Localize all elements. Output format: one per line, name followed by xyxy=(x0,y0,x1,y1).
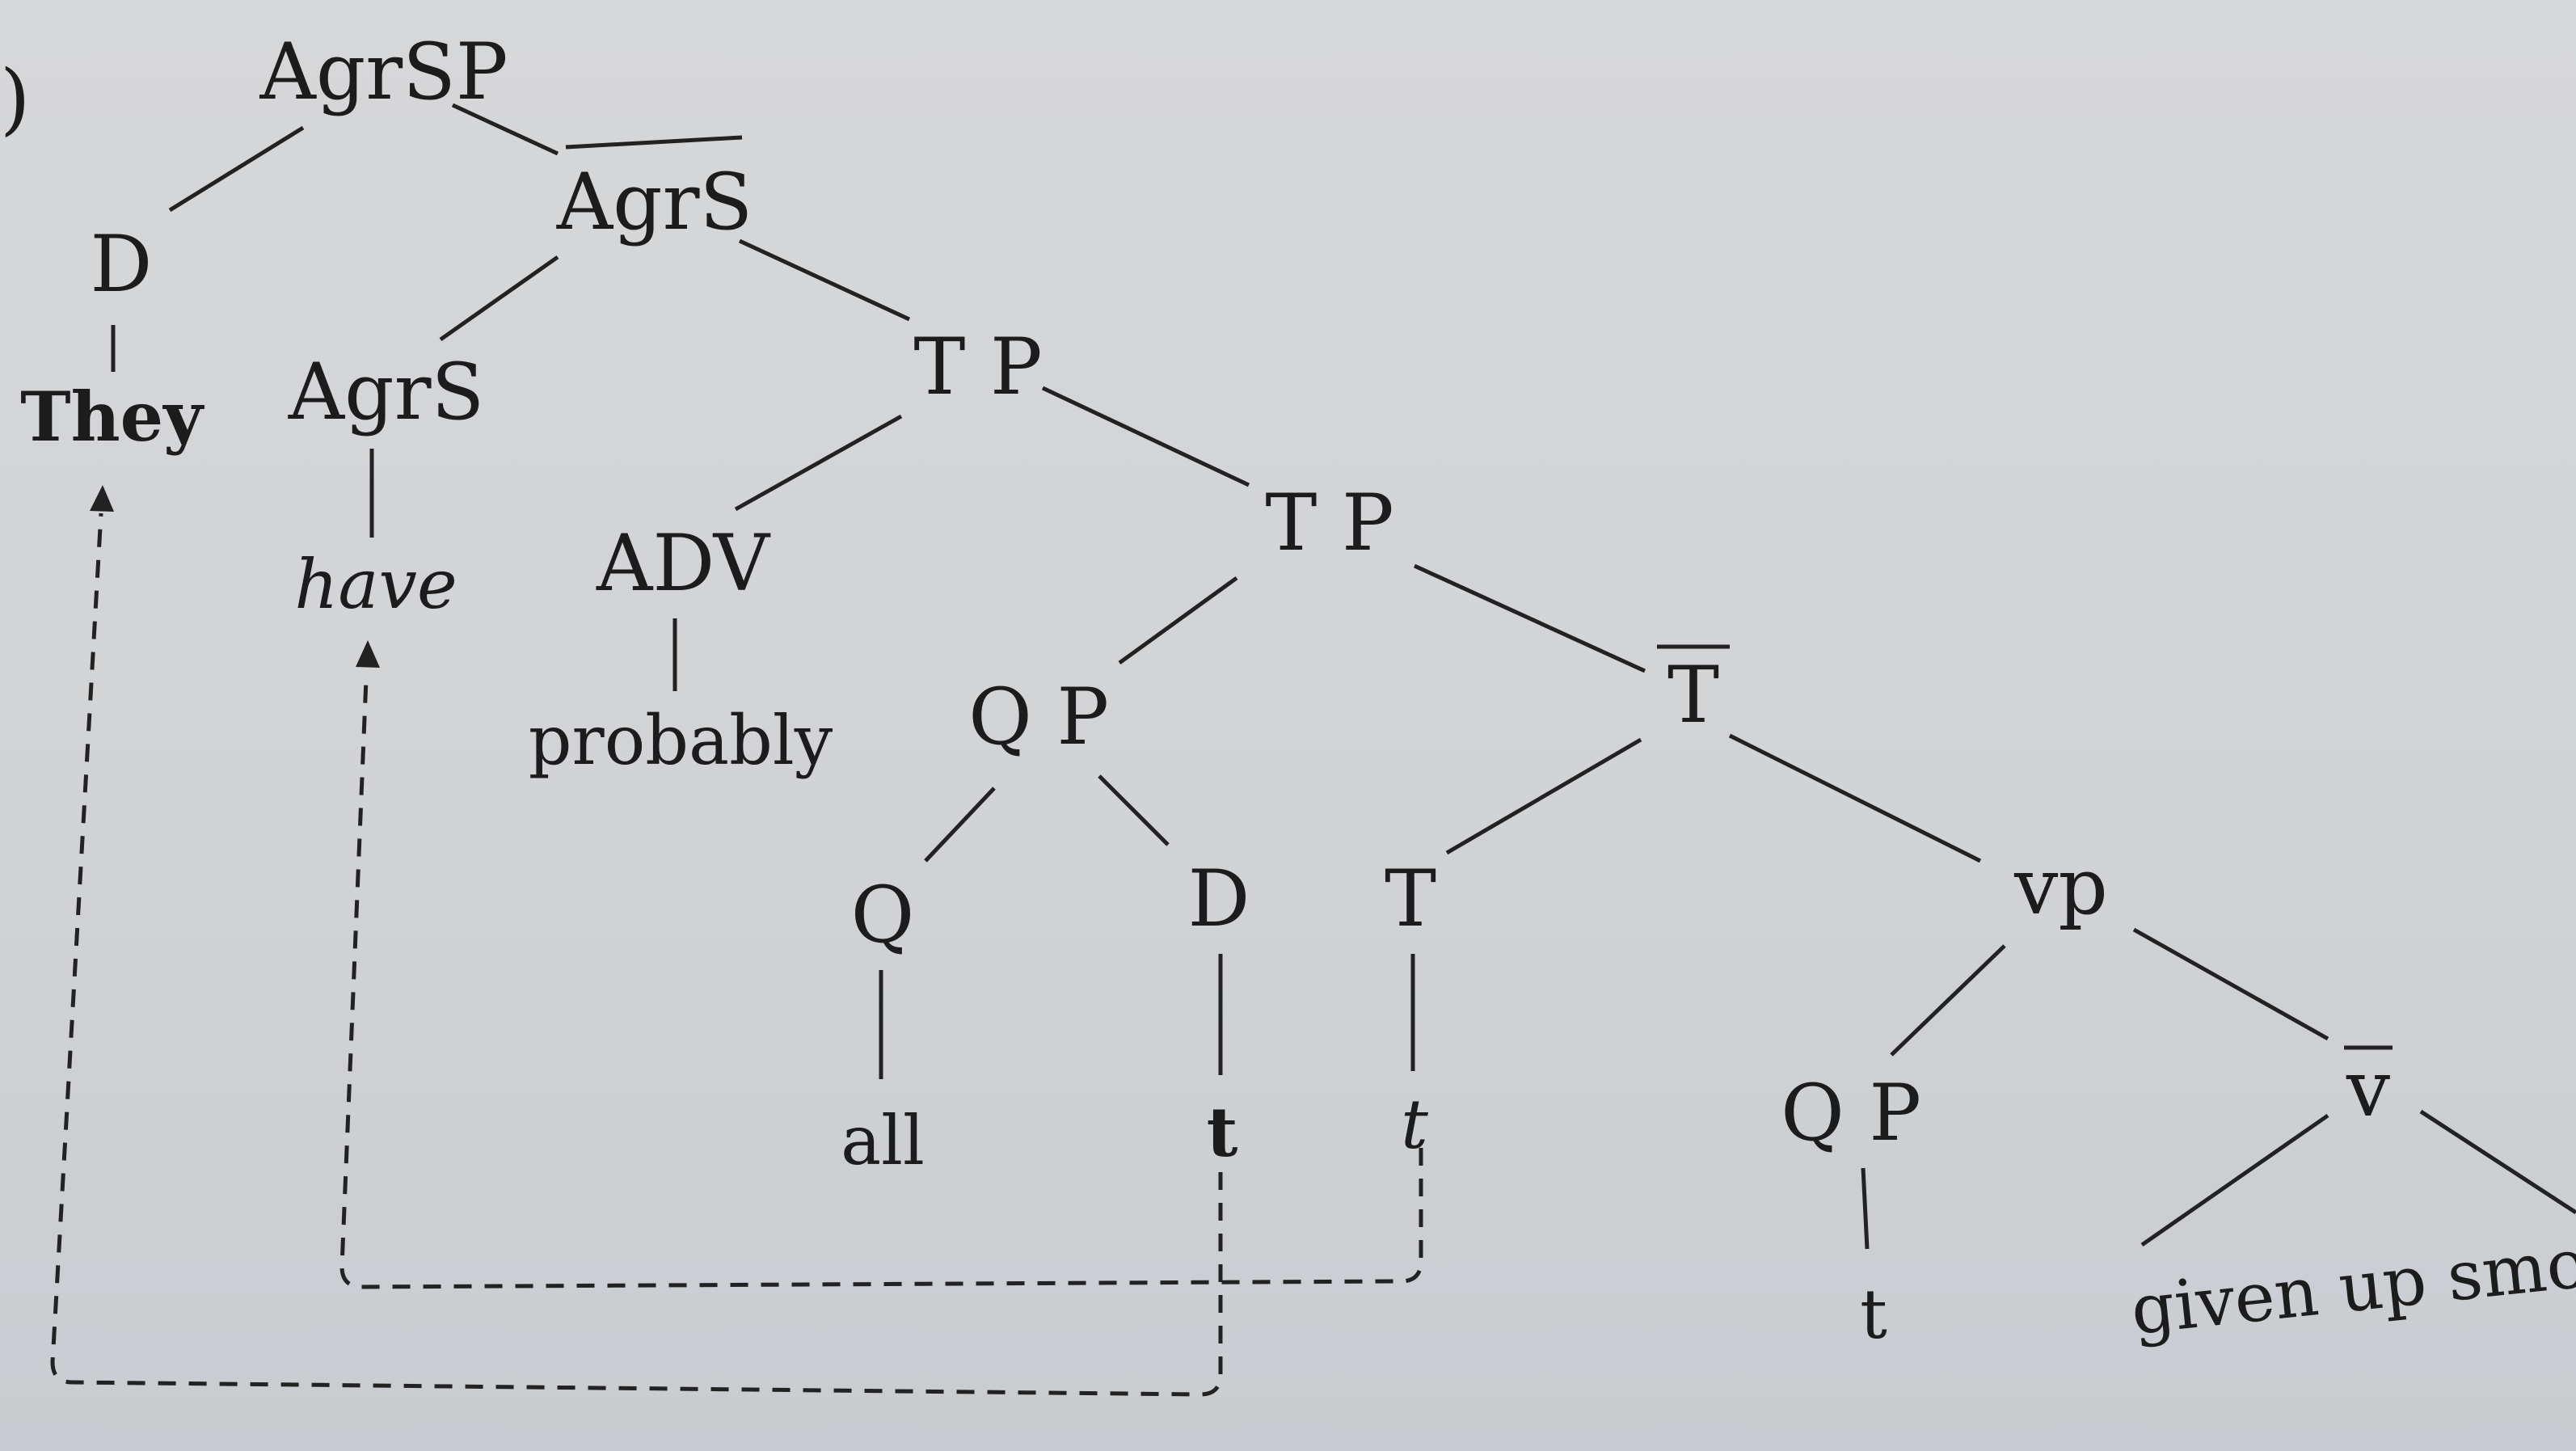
leaf-trace-qp: t xyxy=(1860,1275,1887,1354)
edge-agrsp-agrsbar xyxy=(451,103,559,156)
node-tp-2: T P xyxy=(1265,478,1393,568)
node-tp-1: T P xyxy=(913,322,1042,412)
edge-agrsp-d xyxy=(168,125,305,213)
leaf-trace-t: t xyxy=(1401,1085,1428,1164)
leaf-probably: probably xyxy=(529,701,833,780)
node-agrs-bar: AgrS xyxy=(556,157,753,247)
node-d-top: D xyxy=(91,219,153,310)
node-qp-2: Q P xyxy=(1781,1068,1921,1158)
edge-tp2-tbar xyxy=(1413,563,1646,673)
node-v-bar: v xyxy=(2346,1044,2390,1134)
node-qp-1: Q P xyxy=(968,672,1109,762)
leaf-trace-d: t xyxy=(1207,1092,1238,1172)
node-t-bar: T xyxy=(1667,650,1719,740)
edge-qp1-q xyxy=(924,787,996,863)
leaf-they: They xyxy=(20,377,204,457)
node-q: Q xyxy=(851,870,915,960)
edge-qp1-d xyxy=(1098,774,1170,846)
node-t-head: T xyxy=(1385,854,1436,944)
leaf-given-up-smokin: given up smokin xyxy=(2127,1212,2576,1349)
edge-tp1-tp2 xyxy=(1041,386,1250,487)
edge-vbar-right xyxy=(2419,1109,2576,1215)
leaf-have: have xyxy=(294,545,457,624)
leaf-all: all xyxy=(841,1101,925,1180)
example-marker: ) xyxy=(0,53,30,144)
node-adv: ADV xyxy=(596,518,771,609)
arrow-head-they xyxy=(90,485,114,512)
arrow-subject-raising xyxy=(50,512,1223,1397)
edge-agrsbar-tp1 xyxy=(738,238,911,322)
edge-tp1-adv xyxy=(734,414,903,512)
edge-tbar-t xyxy=(1445,737,1642,855)
edge-vp-vbar xyxy=(2132,927,2329,1041)
arrow-head-raising xyxy=(339,678,1423,1289)
node-vp: vp xyxy=(2013,841,2108,932)
node-agrsp: AgrSP xyxy=(259,27,508,117)
edge-tbar-vp xyxy=(1728,733,1982,863)
movement-arrows xyxy=(50,485,1423,1397)
node-agrs-head: AgrS xyxy=(288,347,484,437)
edge-qp2-trace xyxy=(1861,1167,1870,1250)
edge-vbar-given xyxy=(2140,1113,2329,1247)
arrow-head-have xyxy=(356,640,380,668)
bar-agrsbar xyxy=(565,135,743,150)
edge-tp2-qp1 xyxy=(1118,576,1238,665)
edge-agrsbar-agrs xyxy=(439,255,559,342)
edge-vp-qp2 xyxy=(1890,944,2006,1057)
tree-edges xyxy=(111,103,2576,1250)
node-d-low: D xyxy=(1188,854,1250,944)
